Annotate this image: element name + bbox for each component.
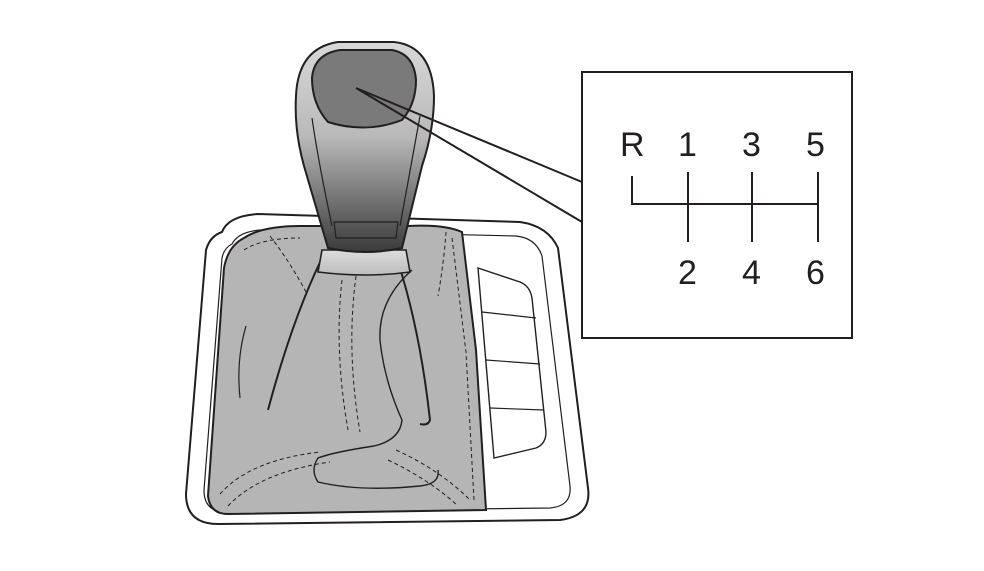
gear-label-6: 6 bbox=[806, 254, 825, 292]
switch-panel bbox=[477, 266, 547, 459]
shift-knob bbox=[294, 41, 436, 253]
gear-label-reverse: R bbox=[620, 126, 645, 164]
callout-pointer bbox=[355, 87, 583, 223]
knob-top-cap bbox=[310, 49, 418, 129]
knob-collar bbox=[317, 249, 411, 276]
gear-label-4: 4 bbox=[742, 254, 761, 292]
gear-label-2: 2 bbox=[678, 254, 697, 292]
gear-label-5: 5 bbox=[806, 126, 825, 164]
shift-boot bbox=[206, 224, 488, 516]
gear-label-3: 3 bbox=[742, 126, 761, 164]
gear-label-1: 1 bbox=[678, 126, 697, 164]
shift-gate-lines bbox=[631, 172, 819, 242]
shift-pattern-callout: R 1 3 5 2 4 6 bbox=[581, 71, 853, 339]
